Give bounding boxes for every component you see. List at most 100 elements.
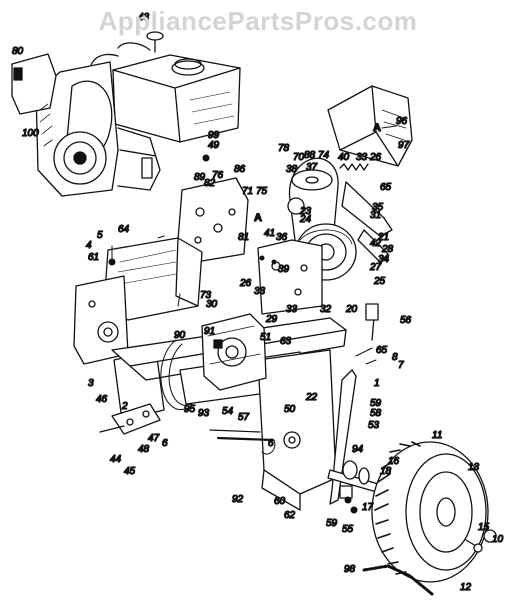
transmission-drawing [201,313,267,391]
part-number-label: 50 [284,404,296,415]
part-number-label: 64 [118,224,130,235]
part-number-label: 70 [293,152,305,163]
part-number-label: 6 [268,438,274,449]
part-number-label: 59 [370,398,382,409]
part-number-label: 2 [121,401,128,412]
section-marker-a: A [254,212,262,224]
section-marker-a: A [373,122,381,134]
hardware-drawing [108,125,397,514]
part-number-label: 6 [162,438,168,449]
part-number-label: 23 [299,206,312,217]
part-number-label: 46 [96,394,108,405]
part-number-label: 58 [370,408,382,419]
part-number-label: 36 [276,232,288,243]
part-number-label: 40 [338,152,350,163]
part-number-label: 16 [388,456,400,467]
part-number-label: 44 [110,454,122,465]
part-number-label: 3 [88,378,94,389]
part-number-label: 97 [398,140,410,151]
part-number-label: 60 [274,496,286,507]
part-number-label: 25 [373,276,386,287]
engine-mount-plate-drawing [177,177,249,263]
part-number-label: 56 [400,315,412,326]
part-number-label: 32 [320,304,332,315]
part-number-label: 65 [376,345,388,356]
part-number-label: 65 [380,182,392,193]
part-number-label: 57 [238,412,250,423]
part-number-label: 49 [208,140,220,151]
tire-chain-drawing [362,564,434,596]
part-number-label: 62 [284,510,296,521]
part-number-label: 42 [370,238,382,249]
part-number-label: 59 [326,518,338,529]
engine-drawing [11,31,241,197]
part-number-label: 100 [22,128,39,139]
hitch-bracket-drawing [99,403,161,435]
part-number-label: 63 [280,336,292,347]
part-number-label: 10 [492,534,504,545]
part-number-label: 22 [305,392,318,403]
part-number-label: 33 [254,286,266,297]
wheel-tire-drawing [371,441,497,583]
part-number-label: 35 [372,202,384,213]
part-number-label: 99 [208,130,220,141]
part-number-label: 95 [184,404,196,415]
part-number-label: 38 [286,164,298,175]
part-number-label: 27 [369,262,382,273]
part-number-label: 11 [432,430,442,441]
cable-drawing [160,339,193,411]
part-number-label: 92 [232,494,244,505]
part-number-label: 13 [468,462,480,473]
part-number-label: 73 [200,290,212,301]
part-number-label: 90 [174,330,186,341]
part-number-label: 41 [264,228,275,239]
part-number-label: 55 [342,524,354,535]
part-number-label: 31 [370,210,381,221]
part-number-label: 15 [478,522,490,533]
part-number-label: 91 [204,326,215,337]
shift-lever-drawing [329,303,379,505]
part-number-label: 48 [138,444,150,455]
part-number-label: 61 [88,252,99,263]
part-number-label: 34 [378,254,390,265]
part-number-label: 7 [398,360,404,371]
part-number-label: 54 [222,406,234,417]
part-number-label: 5 [97,230,103,241]
part-number-label: 26 [369,152,382,163]
part-number-label: 51 [260,332,271,343]
part-number-label: 8 [392,352,398,363]
part-number-label: 24 [299,214,312,225]
part-number-label: 76 [212,170,224,181]
part-number-label: 81 [238,232,249,243]
part-number-label: 74 [318,150,330,161]
part-number-label: 26 [239,278,252,289]
part-number-label: 18 [380,466,392,477]
part-number-label: 1 [374,378,380,389]
part-number-label: 71 [242,186,253,197]
part-number-label: 47 [148,433,160,444]
part-number-label: 80 [12,46,24,57]
part-number-label: 17 [362,502,374,513]
part-number-label: 45 [124,466,136,477]
part-number-label: 20 [345,304,358,315]
part-number-label: 94 [352,444,364,455]
part-number-label: 53 [368,420,380,431]
part-number-label: 78 [278,143,290,154]
side-plate-drawing [257,239,323,315]
part-number-label: 89 [194,172,206,183]
part-number-label: 86 [234,164,246,175]
part-number-label: 43 [138,12,150,23]
part-number-label: 96 [396,116,408,127]
part-number-label: 12 [460,582,472,593]
part-number-label: 39 [278,264,290,275]
part-number-label: 4 [86,240,92,251]
part-number-label: 37 [306,162,318,173]
part-number-label: 75 [256,186,268,197]
part-number-label: 29 [265,314,278,325]
part-number-label: 33 [356,152,368,163]
part-number-label: 82 [204,178,216,189]
part-number-label: 28 [381,244,394,255]
